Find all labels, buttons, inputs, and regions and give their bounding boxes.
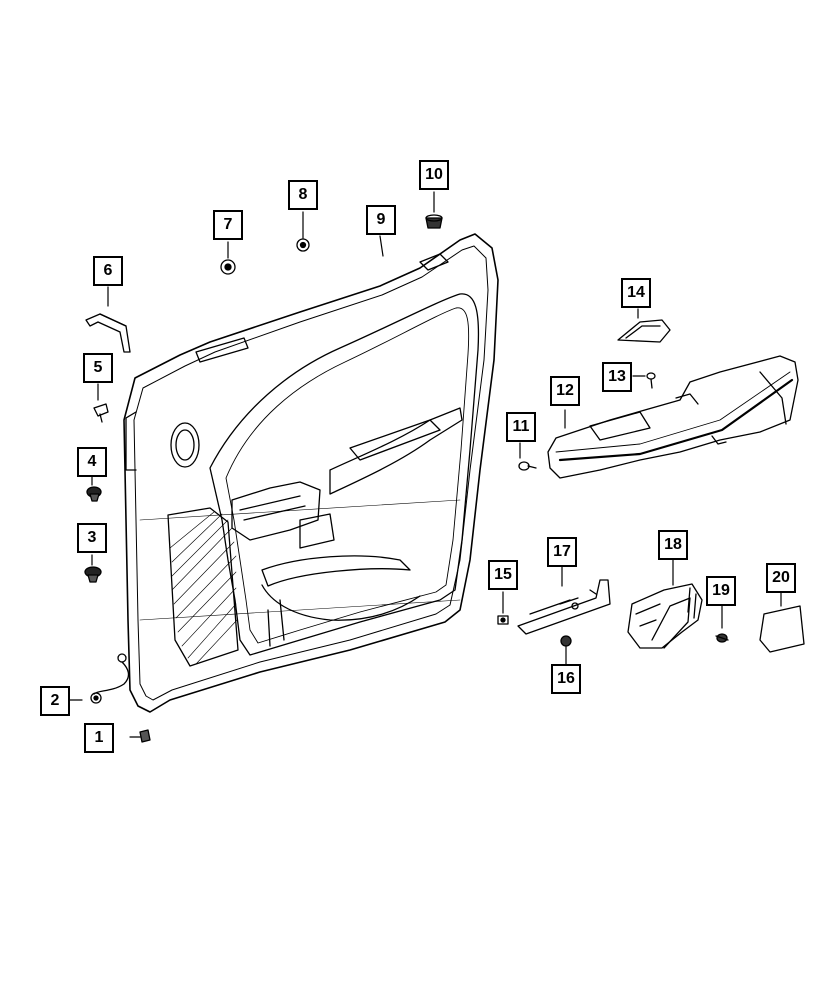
callout-18[interactable]: 18 [658, 530, 688, 560]
screw-part-11 [518, 461, 537, 471]
cover-part-14 [617, 319, 671, 343]
clip-part-15 [497, 615, 509, 625]
callout-2[interactable]: 2 [40, 686, 70, 716]
push-pin-part-3 [84, 566, 102, 583]
screw-part-13 [646, 372, 656, 389]
nut-part-16 [560, 635, 572, 647]
callout-19[interactable]: 19 [706, 576, 736, 606]
callout-20[interactable]: 20 [766, 563, 796, 593]
callout-16[interactable]: 16 [551, 664, 581, 694]
armrest-part-12 [547, 355, 799, 479]
callout-15[interactable]: 15 [488, 560, 518, 590]
nut-part-8 [296, 238, 310, 252]
callout-1[interactable]: 1 [84, 723, 114, 753]
callout-13[interactable]: 13 [602, 362, 632, 392]
nut-part-7 [220, 259, 236, 275]
bracket-part-17 [517, 579, 611, 635]
screw-part-19 [715, 633, 729, 643]
callout-11[interactable]: 11 [506, 412, 536, 442]
callout-10[interactable]: 10 [419, 160, 449, 190]
leader-lines [69, 191, 782, 738]
callout-9[interactable]: 9 [366, 205, 396, 235]
callout-14[interactable]: 14 [621, 278, 651, 308]
clip-part-2 [90, 692, 102, 704]
callout-5[interactable]: 5 [83, 353, 113, 383]
callout-7[interactable]: 7 [213, 210, 243, 240]
pad-part-20 [759, 605, 805, 653]
clip-part-5 [93, 403, 109, 423]
screw-part-1 [139, 729, 151, 743]
callout-17[interactable]: 17 [547, 537, 577, 567]
handle-part-18 [627, 583, 703, 649]
callout-12[interactable]: 12 [550, 376, 580, 406]
bracket-part-6 [85, 313, 131, 353]
callout-8[interactable]: 8 [288, 180, 318, 210]
callout-6[interactable]: 6 [93, 256, 123, 286]
callout-4[interactable]: 4 [77, 447, 107, 477]
callout-3[interactable]: 3 [77, 523, 107, 553]
door-trim-panel [93, 233, 499, 713]
push-pin-part-4 [86, 486, 102, 502]
plug-part-10 [425, 214, 443, 229]
